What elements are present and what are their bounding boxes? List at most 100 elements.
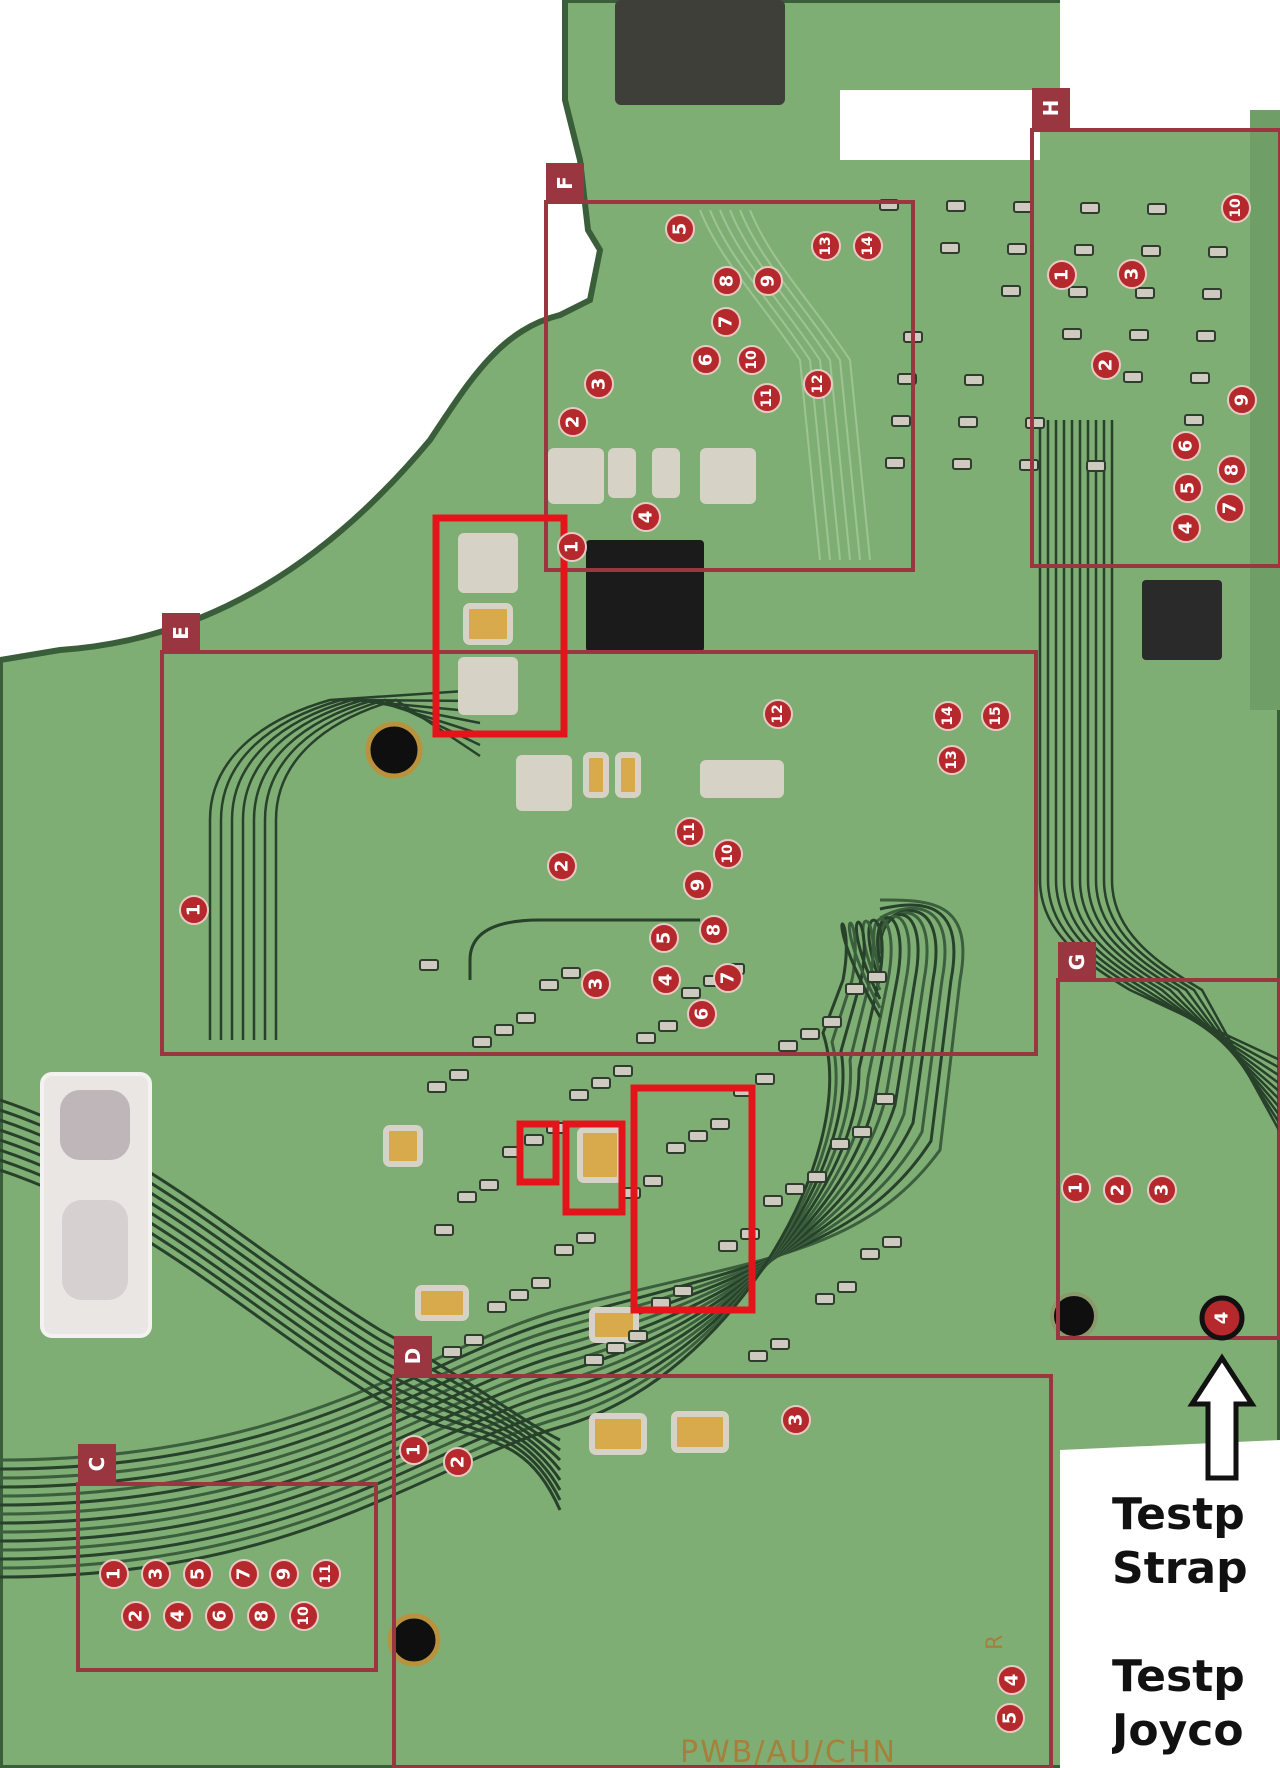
trace-e-line bbox=[252, 698, 481, 1040]
marker-e-12 bbox=[763, 699, 793, 729]
marker-f-6 bbox=[691, 345, 721, 375]
smd-part bbox=[464, 1334, 484, 1346]
marker-g-2 bbox=[1103, 1175, 1133, 1205]
marker-c-6 bbox=[205, 1601, 235, 1631]
smd-part bbox=[584, 1354, 604, 1366]
marker-c-1 bbox=[99, 1559, 129, 1589]
marker-d-1 bbox=[399, 1435, 429, 1465]
board-components bbox=[365, 199, 1228, 1667]
smd-part bbox=[613, 1065, 633, 1077]
marker-label-f-12: 12 bbox=[810, 374, 826, 393]
trace-bus-line bbox=[0, 920, 882, 1561]
region-tag-text-h: H bbox=[1039, 100, 1063, 117]
region-frame-c bbox=[76, 1482, 378, 1672]
marker-e-15 bbox=[981, 701, 1011, 731]
smd-part bbox=[946, 200, 966, 212]
smd-part bbox=[1184, 414, 1204, 426]
marker-label-f-8: 8 bbox=[717, 275, 738, 288]
marker-e-3 bbox=[581, 969, 611, 999]
smd-part bbox=[643, 1175, 663, 1187]
marker-f-12 bbox=[803, 369, 833, 399]
capacitor bbox=[516, 755, 572, 811]
capacitor bbox=[458, 657, 518, 715]
smd-part bbox=[419, 959, 439, 971]
smd-part bbox=[569, 1089, 589, 1101]
marker-label-e-6: 6 bbox=[692, 1008, 713, 1021]
highlight-box bbox=[516, 1120, 560, 1186]
marker-h-5 bbox=[1173, 473, 1203, 503]
marker-label-c-8: 8 bbox=[252, 1610, 273, 1623]
marker-label-h-6: 6 bbox=[1176, 440, 1197, 453]
tantalum-capacitor bbox=[583, 752, 609, 798]
up-arrow bbox=[1187, 1353, 1257, 1481]
marker-label-e-8: 8 bbox=[704, 924, 725, 937]
marker-label-e-10: 10 bbox=[720, 844, 736, 864]
smd-part bbox=[487, 1301, 507, 1313]
smd-part bbox=[606, 1342, 626, 1354]
trace-f-line bbox=[739, 209, 861, 561]
smd-part bbox=[867, 971, 887, 983]
marker-label-c-1: 1 bbox=[104, 1568, 125, 1581]
note-gap bbox=[1112, 1596, 1280, 1650]
marker-label-c-11: 11 bbox=[318, 1564, 334, 1583]
board-silk-r: R bbox=[983, 1635, 1008, 1650]
smd-part bbox=[1123, 371, 1143, 383]
smd-part bbox=[891, 415, 911, 427]
marker-label-d-5: 5 bbox=[1000, 1712, 1021, 1725]
marker-h-3 bbox=[1117, 259, 1147, 289]
marker-c-10 bbox=[289, 1601, 319, 1631]
trace-bus-line bbox=[0, 911, 929, 1498]
marker-h-6 bbox=[1171, 431, 1201, 461]
blurred-label-smudge-2 bbox=[62, 1200, 128, 1300]
smd-part bbox=[885, 457, 905, 469]
tantalum-capacitor bbox=[589, 1413, 647, 1455]
trace-bus-line bbox=[0, 921, 882, 1570]
marker-label-f-5: 5 bbox=[670, 223, 691, 236]
capacitor bbox=[700, 448, 756, 504]
smd-part bbox=[710, 1118, 730, 1130]
trace-g-line bbox=[1094, 420, 1280, 1117]
region-tag-e bbox=[162, 613, 200, 653]
smd-part bbox=[1062, 328, 1082, 340]
smd-part bbox=[673, 1285, 693, 1297]
trace-g-line bbox=[1070, 420, 1280, 1093]
trace-bus-line bbox=[0, 922, 882, 1579]
highlight-box bbox=[630, 1084, 756, 1314]
smd-part bbox=[1007, 243, 1027, 255]
marker-c-4 bbox=[163, 1601, 193, 1631]
region-tag-d bbox=[394, 1336, 432, 1376]
board-traces bbox=[0, 209, 1280, 1579]
region-frame-e bbox=[160, 650, 1038, 1056]
marker-label-h-5: 5 bbox=[1178, 482, 1199, 495]
marker-h-9 bbox=[1227, 385, 1257, 415]
smd-part bbox=[1080, 202, 1100, 214]
smd-part bbox=[1068, 286, 1088, 298]
smd-part bbox=[1208, 246, 1228, 258]
marker-f-1 bbox=[557, 532, 587, 562]
smd-part bbox=[442, 1346, 462, 1358]
smd-part bbox=[1001, 285, 1021, 297]
smd-part bbox=[958, 416, 978, 428]
marker-f-14 bbox=[853, 231, 883, 261]
marker-label-g-1: 1 bbox=[1066, 1182, 1087, 1195]
marker-f-9 bbox=[753, 266, 783, 296]
marker-label-g-2: 2 bbox=[1108, 1184, 1129, 1197]
marker-g-4-outlined bbox=[1199, 1295, 1245, 1341]
smd-part bbox=[688, 1130, 708, 1142]
trace-f-line bbox=[699, 209, 821, 561]
trace-bus-line bbox=[0, 913, 920, 1507]
marker-e-11 bbox=[675, 817, 705, 847]
marker-label-f-1: 1 bbox=[562, 541, 583, 554]
testpoint-arrow bbox=[1187, 1353, 1257, 1481]
marker-label-f-9: 9 bbox=[758, 275, 779, 288]
marker-c-2 bbox=[121, 1601, 151, 1631]
smd-part bbox=[875, 1093, 895, 1105]
marker-label-f-11: 11 bbox=[759, 388, 775, 407]
marker-label-f-4: 4 bbox=[636, 511, 657, 524]
marker-label-f-2: 2 bbox=[563, 416, 584, 429]
right-edge-strip bbox=[1250, 110, 1280, 710]
marker-label-c-6: 6 bbox=[210, 1610, 231, 1623]
region-tag-f bbox=[546, 163, 584, 203]
marker-label-f-13: 13 bbox=[818, 236, 834, 255]
